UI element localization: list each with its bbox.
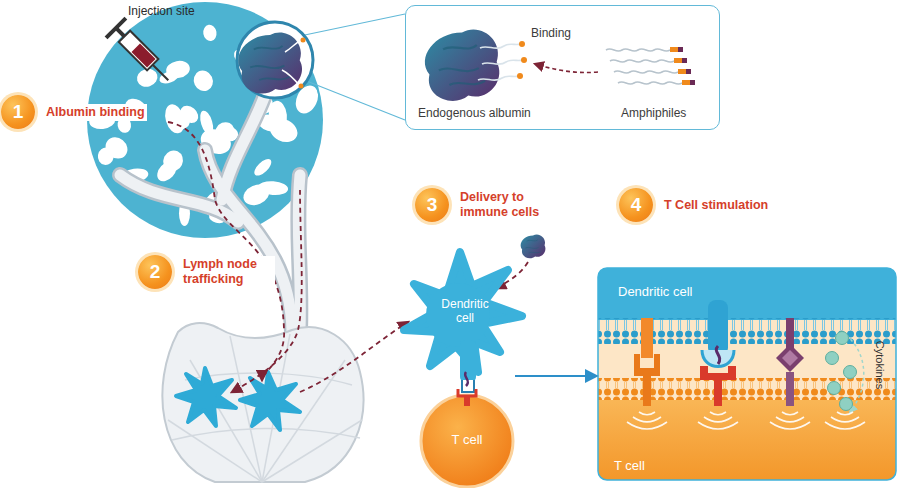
cell: Dendritic cell (415, 245, 515, 382)
tissue-pore (101, 133, 131, 163)
step-label: Albumin binding (44, 104, 147, 121)
amphiphile-tail (614, 71, 678, 73)
callout-number: 1 (1, 95, 35, 129)
signal-wave (825, 422, 865, 429)
cell-label: T cell (427, 433, 507, 447)
tissue-pore (252, 156, 274, 178)
signal-wave (633, 417, 661, 422)
amphiphile-tail (610, 60, 674, 62)
cytokines-label: Cytokines (874, 341, 886, 389)
tissue-pore (169, 111, 191, 131)
tissue-pore (190, 67, 216, 94)
inset-label: Endogenous albumin (418, 106, 531, 120)
amphiphile-tail (618, 82, 682, 84)
zoom-inset: BindingEndogenous albumin Amphiphiles (405, 5, 720, 130)
signal-wave (776, 417, 804, 422)
inset-label: Amphiphiles (621, 106, 686, 120)
signal-wave (770, 422, 810, 429)
signal-wave (782, 412, 798, 415)
amphiphile-head (674, 58, 682, 63)
injection-label: Injection site (128, 4, 195, 18)
amphiphile-cargo (690, 80, 695, 85)
membrane-band: Dendritic cell (598, 268, 896, 342)
step-callout: 4 T Cell stimulation (619, 188, 770, 222)
signal-wave (627, 422, 667, 429)
signal-wave (837, 412, 853, 415)
cell-label: Dendritic cell (432, 297, 498, 325)
tissue-pore (160, 147, 186, 174)
step-callout: 2 Lymph node trafficking (138, 255, 275, 289)
tissue-pore (211, 119, 238, 147)
t-cell-illustration (421, 389, 513, 487)
amphiphile-cargo (686, 69, 691, 74)
step-label: Lymph node trafficking (181, 256, 275, 288)
synapse-panel: Cytokines Dendritic cell T cell (598, 268, 896, 480)
amphiphile-head (678, 69, 686, 74)
step-callout: 3 Delivery to immune cells (415, 188, 572, 222)
callout-number: 4 (619, 188, 653, 222)
inset-label: Binding (531, 26, 571, 40)
lymph-node (162, 323, 363, 482)
syringe (105, 17, 179, 91)
signal-wave (831, 417, 859, 422)
trafficking-arrows (168, 122, 528, 392)
callout-number: 3 (415, 188, 449, 222)
tissue-pore (198, 109, 216, 136)
band-label: T cell (614, 458, 645, 473)
tissue-pore (202, 24, 218, 42)
tissue-pore (240, 181, 272, 209)
signal-wave (704, 417, 732, 422)
amphiphile-head (682, 80, 690, 85)
synapse-panel (598, 268, 896, 480)
step-callout: 1 Albumin binding (1, 95, 147, 129)
tissue-pore (158, 68, 181, 86)
lymph-vessels (120, 95, 300, 332)
signal-wave (639, 412, 655, 415)
albumin-zoom (237, 14, 405, 120)
flow-arrow (515, 375, 596, 377)
band-label: Dendritic cell (618, 284, 692, 299)
step-label: T Cell stimulation (662, 197, 770, 214)
signal-wave (698, 422, 738, 429)
signal-wave (710, 412, 726, 415)
tissue-pore (266, 114, 302, 146)
amphiphile-tail (606, 49, 670, 51)
membrane-band: T cell (598, 378, 896, 480)
inset-illustration (425, 30, 695, 101)
amphiphile-head (670, 47, 678, 52)
cell: T cell (421, 395, 513, 487)
amphiphile-cargo (678, 47, 683, 52)
step-label: Delivery to immune cells (458, 189, 572, 221)
callout-number: 2 (138, 255, 172, 289)
amphiphile-cargo (682, 58, 687, 63)
dendritic-cell-illustration (404, 235, 545, 392)
